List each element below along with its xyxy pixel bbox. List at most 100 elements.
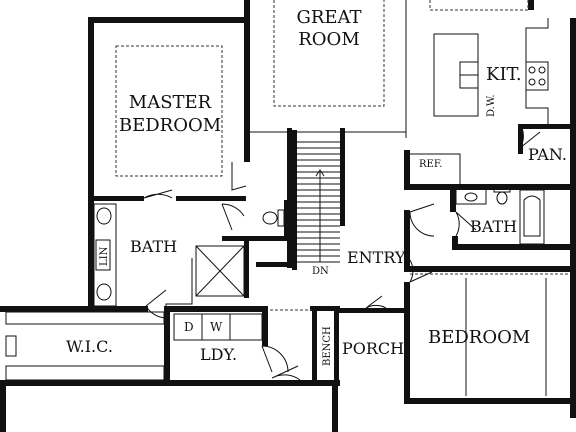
wall-bedroom-top — [404, 266, 576, 272]
wall-stair-right — [340, 128, 345, 226]
label-entry: ENTRY — [347, 248, 406, 267]
wall-bottom-left — [0, 386, 6, 432]
wall-stair-left — [292, 130, 297, 270]
wall-laundry-top — [164, 306, 264, 312]
bath2-toilet-bowl — [496, 191, 508, 205]
bath-sink-2 — [96, 283, 112, 301]
wall-great-room-top — [528, 0, 534, 10]
door-master — [143, 189, 173, 199]
doors — [143, 127, 541, 381]
tub-front — [165, 258, 193, 316]
bath-vanity — [93, 203, 117, 307]
room-labels: GREAT ROOM MASTER BEDROOM KIT. D.W. PAN.… — [66, 7, 567, 366]
label-laundry: LDY. — [200, 345, 237, 364]
label-porch: PORCH — [342, 339, 404, 358]
label-dryer: D — [184, 320, 194, 334]
range-burner-1 — [528, 66, 536, 74]
fixtures — [5, 0, 570, 396]
door-laundry — [261, 345, 289, 373]
label-kitchen: KIT. — [486, 64, 522, 85]
laundry-counter — [229, 313, 263, 341]
range-burner-2 — [538, 66, 546, 74]
ref-counter — [410, 153, 461, 184]
door-bath2 — [455, 211, 477, 237]
wall-kitchen-right — [570, 18, 576, 418]
wall-master-bottom-r — [176, 196, 246, 201]
wall-pantry-left — [518, 128, 523, 154]
wall-pantry-top — [518, 124, 574, 129]
wall-bath2-left2 — [452, 236, 458, 250]
wall-hall-horiz2 — [256, 262, 296, 267]
bath2-tub — [519, 189, 545, 245]
label-master-2: BEDROOM — [119, 115, 221, 136]
bath2-sink — [464, 192, 478, 202]
label-bath: BATH — [470, 217, 517, 236]
master-tray-ceiling — [115, 45, 223, 177]
shower-diag-2 — [195, 245, 245, 297]
range — [525, 61, 549, 91]
wall-bath-mid — [222, 236, 256, 241]
door-bath-to-wic — [145, 289, 167, 319]
wall-master-top — [88, 17, 250, 23]
kitchen-counter — [525, 18, 549, 128]
door-porch — [365, 295, 387, 309]
label-bench: BENCH — [322, 326, 333, 366]
label-bedroom: BEDROOM — [428, 327, 530, 348]
wall-bottom-mid — [332, 386, 338, 432]
door-master-closet — [231, 162, 247, 191]
wall-bath-shower-r — [244, 236, 249, 298]
range-burner-3 — [528, 78, 536, 86]
wall-ref-bottom — [404, 184, 570, 190]
toilet-bowl — [262, 211, 278, 225]
door-garage — [271, 365, 301, 381]
label-master-bath: BATH — [130, 237, 177, 256]
door-master-bath — [221, 203, 245, 231]
wall-hall-closet-right — [287, 128, 292, 268]
wall-ref-left — [404, 150, 410, 186]
wall-bath2-bottom — [452, 244, 572, 250]
great-room-ceiling — [273, 0, 385, 107]
stair-treads — [297, 141, 340, 263]
wall-bath2-left — [450, 186, 456, 212]
wall-bedroom-bottom — [404, 398, 576, 404]
wic-shelf-top — [5, 311, 165, 325]
wall-entry-right — [404, 210, 410, 270]
door-bedroom — [409, 259, 433, 283]
label-linen: LIN — [99, 246, 110, 266]
bath2-tub-inner — [523, 195, 541, 237]
wall-bedroom-left — [404, 282, 410, 402]
wall-hall-horiz — [256, 236, 296, 241]
wall-master-left — [88, 17, 94, 200]
wall-bench-top — [310, 306, 340, 311]
kitchen-ceiling-top — [429, 0, 529, 11]
label-ref: REF. — [419, 159, 442, 170]
wall-bath-left — [88, 200, 94, 308]
wall-wic-right — [164, 306, 170, 384]
wall-bench-left — [312, 310, 317, 386]
door-entry-bath — [409, 203, 435, 237]
stair-arrow-head — [315, 169, 325, 177]
label-great-room-2: ROOM — [298, 29, 360, 50]
wall-wic-top — [0, 306, 148, 312]
label-dishwasher: D.W. — [486, 94, 497, 117]
label-stair-dn: DN — [312, 266, 329, 277]
shower — [195, 245, 245, 297]
wall-master-right — [244, 0, 250, 162]
wall-bath-toilet-r — [284, 200, 290, 240]
bath-sink-1 — [96, 207, 112, 225]
label-washer: W — [210, 320, 223, 334]
wall-master-bottom-l — [88, 196, 144, 201]
wall-porch-top — [334, 308, 408, 313]
label-pantry: PAN. — [528, 145, 567, 164]
label-wic: W.I.C. — [66, 337, 113, 356]
label-master-1: MASTER — [129, 92, 212, 113]
wall-bench-right — [334, 310, 339, 386]
bath2-vanity — [455, 185, 487, 205]
linen-closet — [95, 239, 111, 271]
door-pantry — [519, 127, 541, 149]
label-great-room-1: GREAT — [296, 7, 361, 28]
wic-shelf-left — [5, 335, 17, 357]
